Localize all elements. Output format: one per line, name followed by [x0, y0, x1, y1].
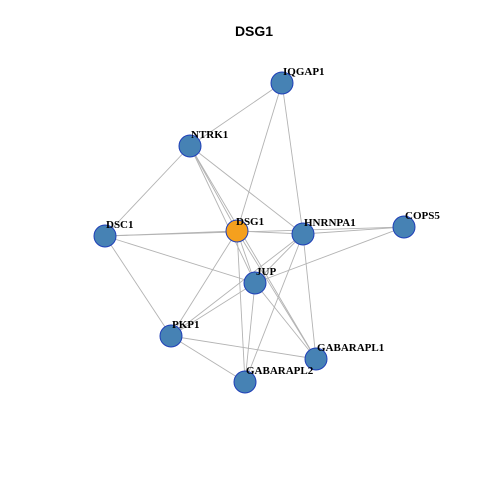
- node-cops5: [392, 215, 416, 239]
- edge-dsg1-pkp1: [170, 230, 238, 337]
- graph-title: DSG1: [235, 23, 273, 39]
- node-layer: [93, 71, 416, 394]
- edge-dsg1-gabarapl1: [236, 230, 317, 360]
- edge-ntrk1-dsc1: [104, 145, 191, 237]
- edge-cops5-jup: [254, 226, 405, 284]
- edge-layer: [104, 82, 405, 383]
- edge-ntrk1-gabarapl1: [189, 145, 317, 360]
- edge-iqgap1-dsg1: [236, 82, 283, 232]
- node-dsg1: [225, 219, 249, 243]
- node-hnrnpa1: [291, 222, 315, 246]
- edge-ntrk1-hnrnpa1: [189, 145, 304, 235]
- node-label-cops5: COPS5: [405, 210, 440, 222]
- edge-dsc1-jup: [104, 235, 256, 284]
- edge-iqgap1-hnrnpa1: [281, 82, 304, 235]
- edge-iqgap1-ntrk1: [189, 82, 283, 147]
- node-label-pkp1: PKP1: [172, 319, 200, 331]
- node-label-dsc1: DSC1: [106, 219, 134, 231]
- edge-dsg1-gabarapl2: [236, 230, 246, 383]
- node-iqgap1: [270, 71, 294, 95]
- node-jup: [243, 271, 267, 295]
- node-dsc1: [93, 224, 117, 248]
- edge-jup-gabarapl1: [254, 282, 317, 360]
- node-label-jup: JUP: [256, 266, 276, 278]
- edge-pkp1-gabarapl2: [170, 335, 246, 383]
- node-pkp1: [159, 324, 183, 348]
- edge-dsc1-pkp1: [104, 235, 172, 337]
- node-ntrk1: [178, 134, 202, 158]
- edge-ntrk1-dsg1: [189, 145, 238, 232]
- edge-pkp1-gabarapl1: [170, 335, 317, 360]
- edge-jup-pkp1: [170, 282, 256, 337]
- edge-jup-gabarapl2: [244, 282, 256, 383]
- node-label-hnrnpa1: HNRNPA1: [304, 217, 356, 229]
- node-label-iqgap1: IQGAP1: [283, 66, 325, 78]
- node-label-ntrk1: NTRK1: [191, 129, 228, 141]
- node-gabarapl1: [304, 347, 328, 371]
- node-label-gabarapl1: GABARAPL1: [317, 342, 384, 354]
- node-label-dsg1: DSG1: [236, 216, 264, 228]
- edge-hnrnpa1-cops5: [302, 226, 405, 235]
- edge-hnrnpa1-pkp1: [170, 233, 304, 337]
- edge-hnrnpa1-gabarapl2: [244, 233, 304, 383]
- edge-hnrnpa1-gabarapl1: [302, 233, 317, 360]
- node-gabarapl2: [233, 370, 257, 394]
- edge-ntrk1-jup: [189, 145, 256, 284]
- node-label-gabarapl2: GABARAPL2: [246, 365, 314, 377]
